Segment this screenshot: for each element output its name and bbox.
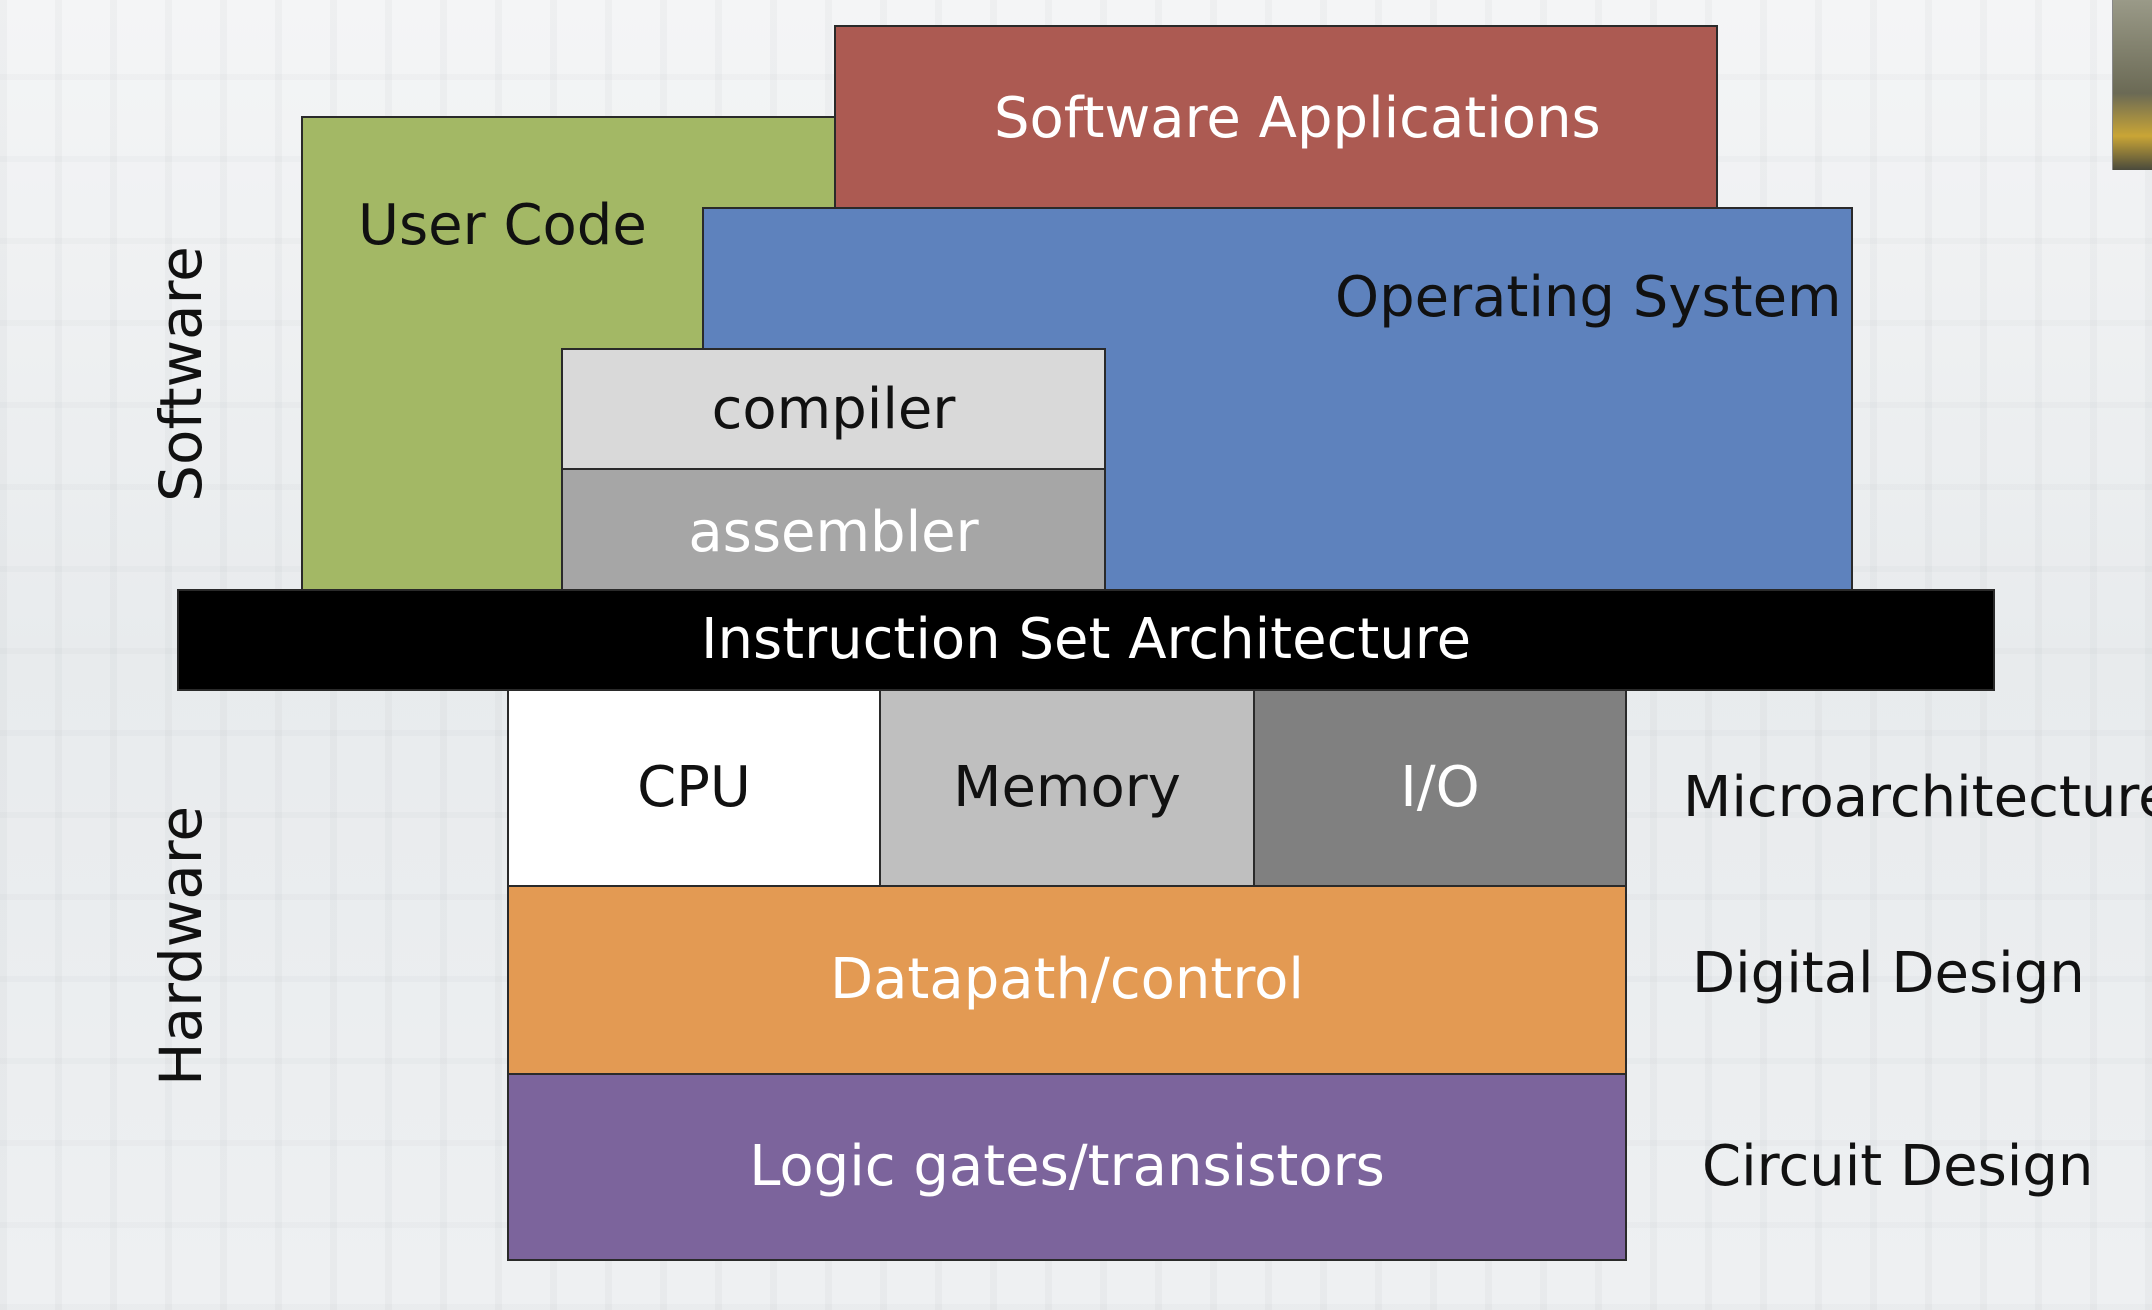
software-applications-layer: Software Applications	[834, 25, 1718, 219]
software-applications-label: Software Applications	[994, 86, 1601, 151]
hardware-side-label: Hardware	[147, 805, 215, 1087]
compiler-layer: compiler	[561, 348, 1106, 472]
digital-design-label: Digital Design	[1692, 941, 2085, 1006]
io-block: I/O	[1253, 689, 1627, 887]
assembler-layer: assembler	[561, 468, 1106, 598]
memory-label: Memory	[953, 755, 1181, 820]
io-label: I/O	[1400, 755, 1480, 820]
circuit-design-label: Circuit Design	[1702, 1134, 2094, 1199]
operating-system-label: Operating System	[1335, 265, 1842, 330]
assembler-label: assembler	[688, 500, 979, 565]
memory-block: Memory	[879, 689, 1255, 887]
isa-label: Instruction Set Architecture	[700, 607, 1472, 672]
logic-gates-layer: Logic gates/transistors	[507, 1073, 1627, 1261]
datapath-control-layer: Datapath/control	[507, 885, 1627, 1075]
isa-layer: Instruction Set Architecture	[177, 589, 1995, 691]
video-thumbnail	[2112, 0, 2152, 170]
cpu-label: CPU	[637, 755, 751, 820]
user-code-label: User Code	[358, 193, 647, 258]
logic-gates-label: Logic gates/transistors	[749, 1134, 1385, 1199]
software-side-label: Software	[147, 246, 215, 502]
datapath-control-label: Datapath/control	[829, 947, 1304, 1012]
microarchitecture-label: Microarchitecture	[1683, 765, 2152, 830]
cpu-block: CPU	[507, 689, 881, 887]
compiler-label: compiler	[711, 377, 956, 442]
